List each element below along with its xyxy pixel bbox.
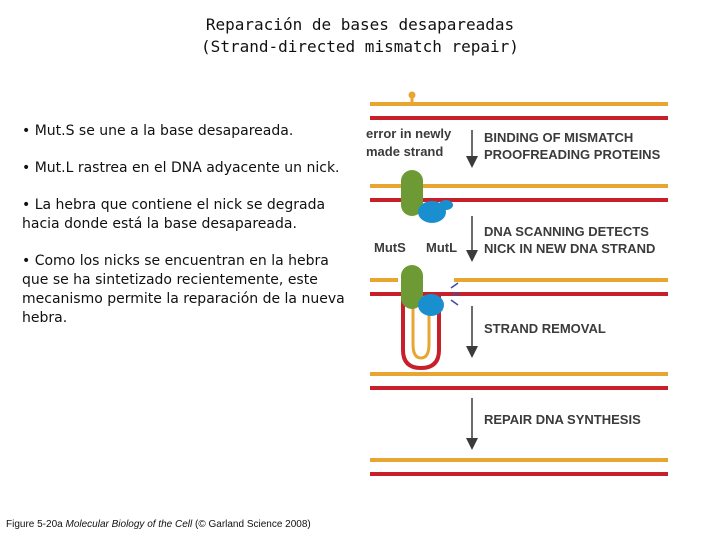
nick-marks: [450, 282, 460, 306]
bullet-list: • Mut.S se une a la base desapareada. • …: [22, 122, 347, 346]
step-label-1-line-2: PROOFREADING PROTEINS: [484, 147, 661, 162]
step-label-3: STRAND REMOVAL: [484, 321, 606, 336]
step-label-2-line-2: NICK IN NEW DNA STRAND: [484, 241, 655, 256]
error-label-line-2: made strand: [366, 144, 443, 159]
step-label-4: REPAIR DNA SYNTHESIS: [484, 412, 641, 427]
dna-loop-inner: [411, 292, 431, 360]
bullet-item: • La hebra que contiene el nick se degra…: [22, 197, 326, 232]
muts-protein: [401, 265, 423, 309]
mutl-protein-arm: [439, 200, 453, 210]
dna-loop-outer: [401, 294, 441, 371]
caption-credit: (© Garland Science 2008): [195, 519, 311, 530]
page-title: Reparación de bases desapareadas (Strand…: [150, 14, 570, 58]
mutl-label: MutL: [426, 240, 457, 255]
bullet-item: • Como los nicks se encuentran en la heb…: [22, 253, 345, 326]
dna-panel-4: [370, 372, 668, 390]
dna-panel-2: [370, 170, 668, 223]
error-label-line-1: error in newly: [366, 126, 452, 141]
step-label-2-line-1: DNA SCANNING DETECTS: [484, 224, 649, 239]
caption-figure-number: Figure 5-20a: [6, 519, 63, 530]
step-label-1-line-1: BINDING OF MISMATCH: [484, 130, 633, 145]
mutl-protein: [418, 294, 444, 316]
title-line-1: Reparación de bases desapareadas: [205, 15, 515, 34]
title-line-2: (Strand-directed mismatch repair): [201, 37, 519, 56]
mutl-protein: [418, 201, 446, 223]
muts-label: MutS: [374, 240, 406, 255]
muts-protein: [401, 170, 423, 216]
bullet-item: • Mut.L rastrea en el DNA adyacente un n…: [22, 160, 340, 176]
dna-panel-3: [370, 265, 668, 371]
dna-panel-5: [370, 458, 668, 476]
caption-book-title: Molecular Biology of the Cell: [65, 519, 193, 530]
bullet-item: • Mut.S se une a la base desapareada.: [22, 123, 294, 139]
figure-caption: Figure 5-20a Molecular Biology of the Ce…: [6, 519, 311, 530]
mismatch-base-head: [408, 91, 416, 99]
dna-panel-1: [370, 91, 668, 120]
